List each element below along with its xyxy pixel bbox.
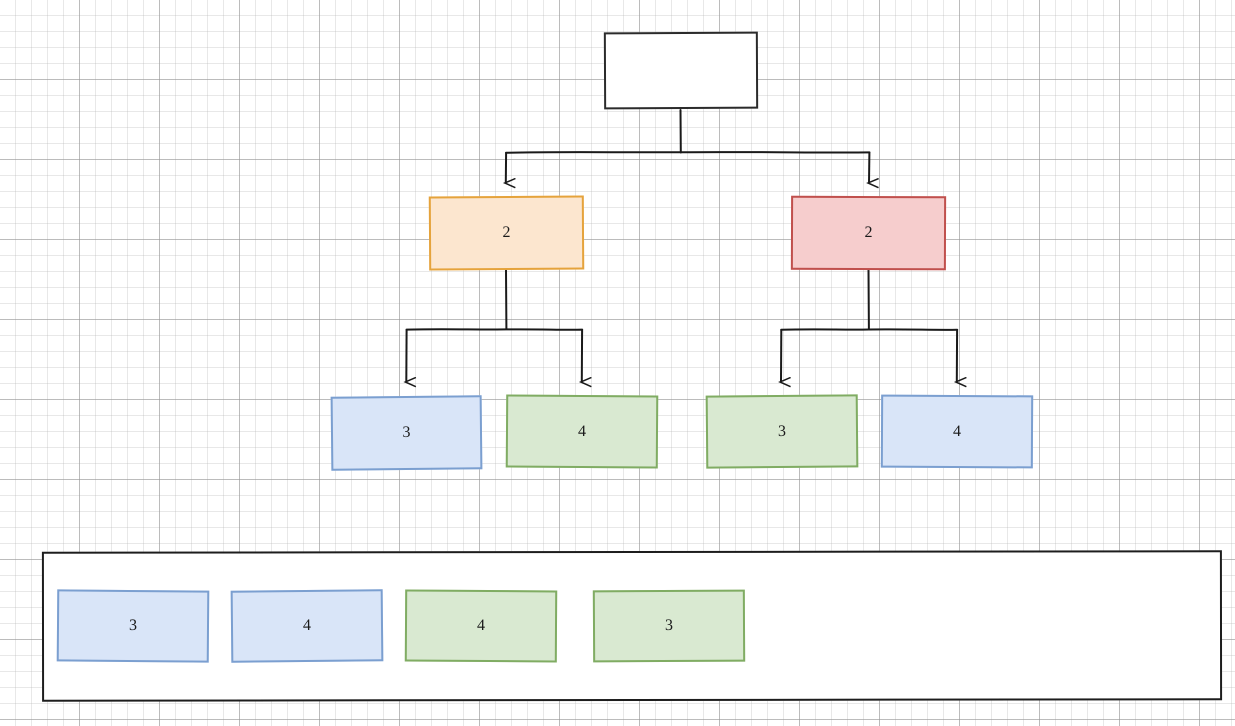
node-green-4[interactable]: 4: [505, 394, 659, 469]
legend-blue-3[interactable]: 3: [56, 589, 210, 663]
edge-root-bus: [505, 151, 871, 154]
node-blue-3-label: 3: [402, 423, 411, 442]
edge-orange-bus: [405, 328, 584, 331]
legend-green-3[interactable]: 3: [592, 589, 746, 663]
node-green-3[interactable]: 3: [705, 394, 859, 469]
legend-green-4-label: 4: [476, 616, 486, 635]
node-blue-4[interactable]: 4: [880, 394, 1034, 469]
node-red-2-label: 2: [864, 223, 873, 242]
node-orange-2[interactable]: 2: [428, 195, 585, 271]
legend-blue-3-label: 3: [128, 616, 138, 635]
legend-green-4[interactable]: 4: [404, 589, 558, 663]
node-root[interactable]: [603, 31, 759, 110]
node-orange-2-label: 2: [502, 223, 511, 242]
legend-green-3-label: 3: [664, 616, 674, 635]
node-green-4-label: 4: [577, 422, 587, 440]
legend-blue-4-label: 4: [302, 616, 312, 635]
legend-blue-4[interactable]: 4: [230, 589, 384, 663]
node-blue-3[interactable]: 3: [330, 395, 483, 471]
node-red-2[interactable]: 2: [790, 195, 947, 271]
node-blue-4-label: 4: [952, 422, 962, 440]
node-green-3-label: 3: [777, 422, 787, 440]
